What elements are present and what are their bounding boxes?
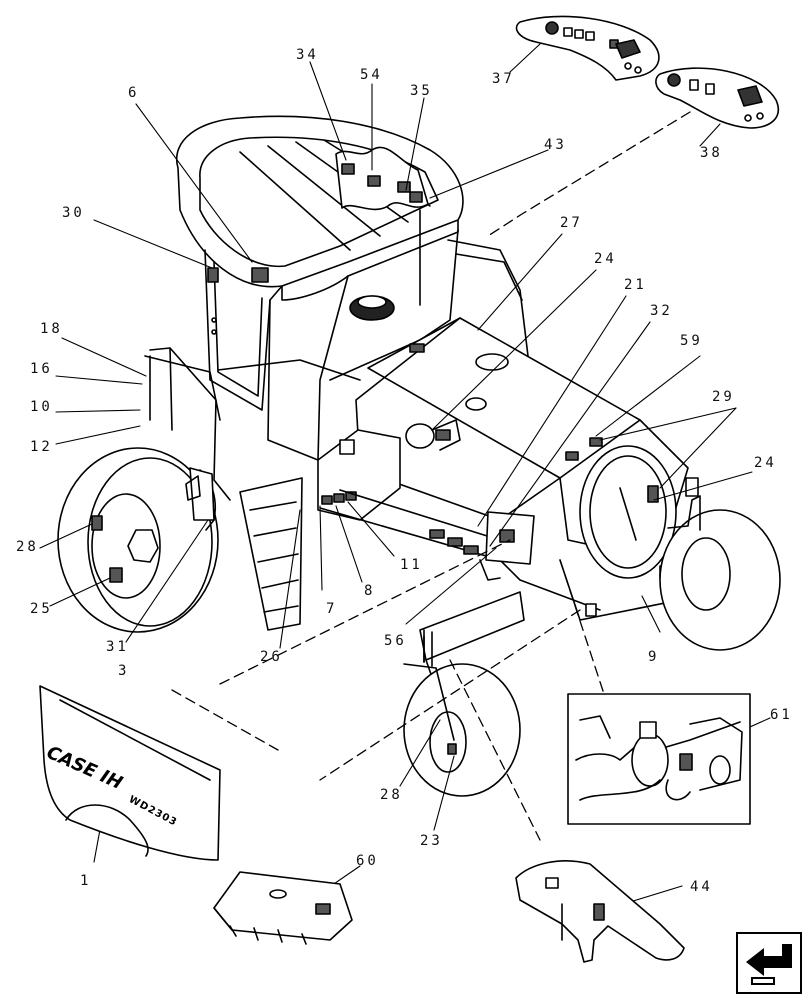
- callout-32: 32: [650, 303, 673, 319]
- left-front-wheel: [57, 447, 219, 633]
- callout-60: 60: [356, 853, 379, 869]
- callout-28-left: 28: [16, 539, 39, 555]
- callout-30: 30: [62, 205, 85, 221]
- callout-59: 59: [680, 333, 703, 349]
- callout-24-top: 24: [594, 251, 617, 267]
- dashed-leaders: [171, 111, 691, 841]
- callout-18: 18: [40, 321, 63, 337]
- callout-11: 11: [400, 557, 423, 573]
- callout-12: 12: [30, 439, 53, 455]
- callout-6: 6: [128, 85, 140, 101]
- roof-decal-patch: [335, 146, 429, 211]
- callout-34: 34: [296, 47, 319, 63]
- callout-10: 10: [30, 399, 53, 415]
- callout-56: 56: [384, 633, 407, 649]
- callout-35: 35: [410, 83, 433, 99]
- callout-24-right: 24: [754, 455, 777, 471]
- rear-caster-wheel: [403, 629, 521, 797]
- wheel-motor: [185, 467, 215, 521]
- callout-25: 25: [30, 601, 53, 617]
- side-rail: [144, 355, 221, 421]
- callout-29: 29: [712, 389, 735, 405]
- callout-27: 27: [560, 215, 583, 231]
- callout-38: 38: [700, 145, 723, 161]
- access-steps: [239, 477, 303, 631]
- return-button[interactable]: [736, 932, 802, 994]
- callout-43: 43: [544, 137, 567, 153]
- callout-7: 7: [326, 601, 338, 617]
- callout-31: 31: [106, 639, 129, 655]
- callout-8: 8: [364, 583, 376, 599]
- rear-screen: [579, 445, 677, 579]
- callout-44: 44: [690, 879, 713, 895]
- callout-61: 61: [770, 707, 793, 723]
- callout-16: 16: [30, 361, 53, 377]
- callout-37: 37: [492, 71, 515, 87]
- callout-3: 3: [118, 663, 130, 679]
- callout-1: 1: [80, 873, 92, 889]
- callout-54: 54: [360, 67, 383, 83]
- callout-leaders: [39, 43, 771, 911]
- console-decal-38: [655, 67, 779, 129]
- right-rear-wheel: [659, 477, 781, 651]
- callout-28-rear: 28: [380, 787, 403, 803]
- side-hood-panel: [479, 511, 535, 581]
- callout-21: 21: [624, 277, 647, 293]
- inset-detail-61: [567, 693, 751, 825]
- callout-23: 23: [420, 833, 443, 849]
- callout-9: 9: [648, 649, 660, 665]
- tank-cover-60: [213, 871, 353, 945]
- air-cleaner: [405, 419, 461, 451]
- hood-decal-1: [39, 685, 221, 861]
- console-decal-37: [515, 15, 660, 81]
- cab-body: [204, 209, 459, 461]
- bracket-decal-44: [515, 860, 685, 963]
- engine-hood: [355, 317, 689, 561]
- beacon-light: [349, 295, 395, 321]
- callout-26: 26: [260, 649, 283, 665]
- side-tank: [317, 429, 401, 521]
- return-arrow-icon: [746, 944, 792, 985]
